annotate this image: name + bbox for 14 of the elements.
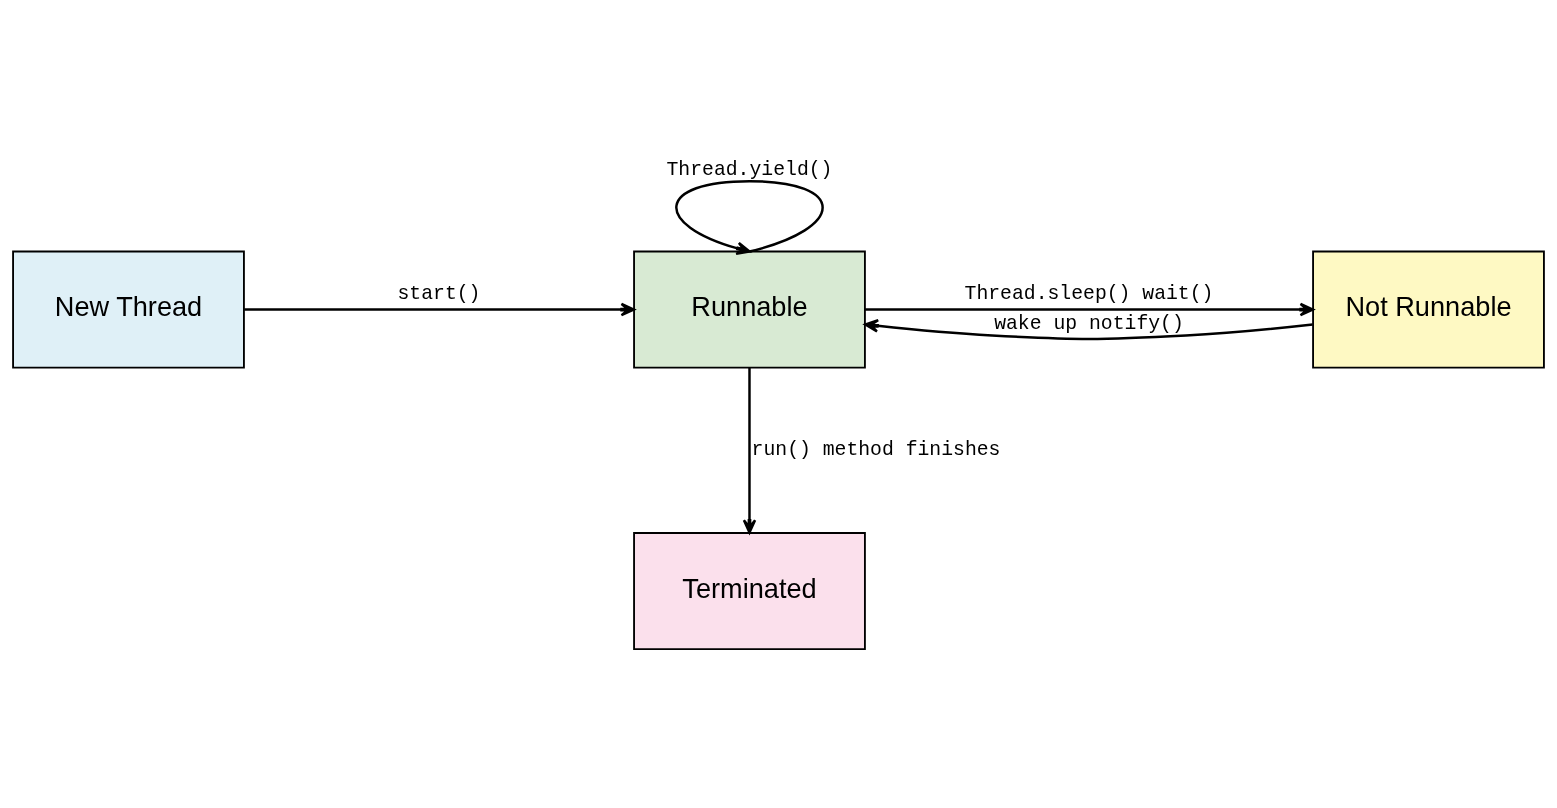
node-box: Not Runnable — [1312, 250, 1545, 369]
node-box: New Thread — [12, 250, 245, 369]
node-box: Terminated — [633, 532, 866, 650]
arrow — [742, 367, 757, 534]
arrow — [865, 302, 1315, 317]
edge-label: run() method finishes — [751, 438, 1001, 461]
arrow — [675, 179, 824, 255]
arrow — [244, 302, 636, 317]
arrow — [864, 319, 1313, 341]
node-box: Runnable — [633, 250, 866, 369]
edge-label: Thread.yield() — [666, 158, 833, 181]
edge-label: start() — [397, 283, 481, 306]
edge-label: wake up notify() — [994, 313, 1184, 336]
edge-label: Thread.sleep() wait() — [964, 283, 1214, 306]
